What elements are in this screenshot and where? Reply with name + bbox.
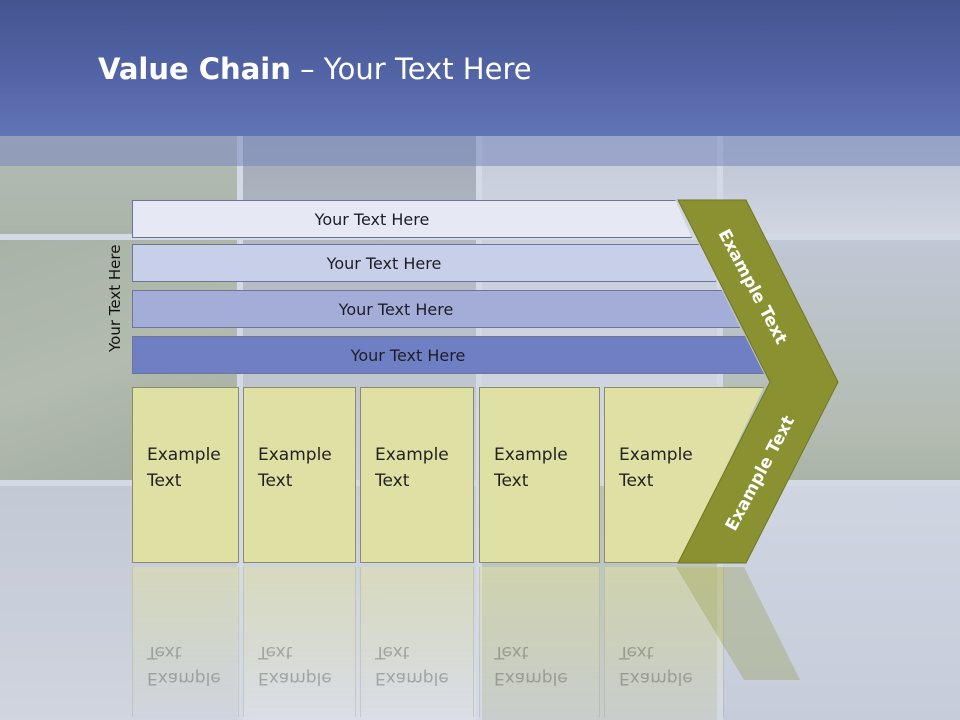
box-line-1: Example — [494, 445, 568, 465]
box-line-2: Text — [494, 471, 529, 491]
band-label: Your Text Here — [350, 345, 466, 365]
box-line-1: Example — [375, 445, 449, 465]
band-label: Your Text Here — [338, 299, 454, 319]
box-line-1: Example — [619, 445, 693, 465]
box-line-2: Text — [375, 471, 410, 491]
box-line-2: Text — [147, 471, 182, 491]
box-line-2: Text — [258, 471, 293, 491]
value-band-1: Your Text Here — [132, 200, 692, 238]
box-line-1: Example — [258, 445, 332, 465]
slide-header: Value Chain – Your Text Here — [0, 0, 960, 136]
margin-chevron-shape — [677, 199, 839, 564]
value-band-3: Your Text Here — [132, 290, 740, 328]
band-label: Your Text Here — [326, 253, 442, 273]
slide-title: Value Chain – Your Text Here — [98, 52, 532, 86]
title-bold: Value Chain — [98, 52, 291, 86]
value-band-2: Your Text Here — [132, 244, 716, 282]
box-line-2: Text — [619, 471, 654, 491]
band-label: Your Text Here — [314, 209, 430, 229]
title-rest: – Your Text Here — [290, 52, 532, 86]
box-line-1: Example — [147, 445, 221, 465]
margin-chevron-reflection — [676, 567, 800, 680]
header-shadow-strip — [0, 136, 960, 166]
value-band-4: Your Text Here — [132, 336, 764, 374]
